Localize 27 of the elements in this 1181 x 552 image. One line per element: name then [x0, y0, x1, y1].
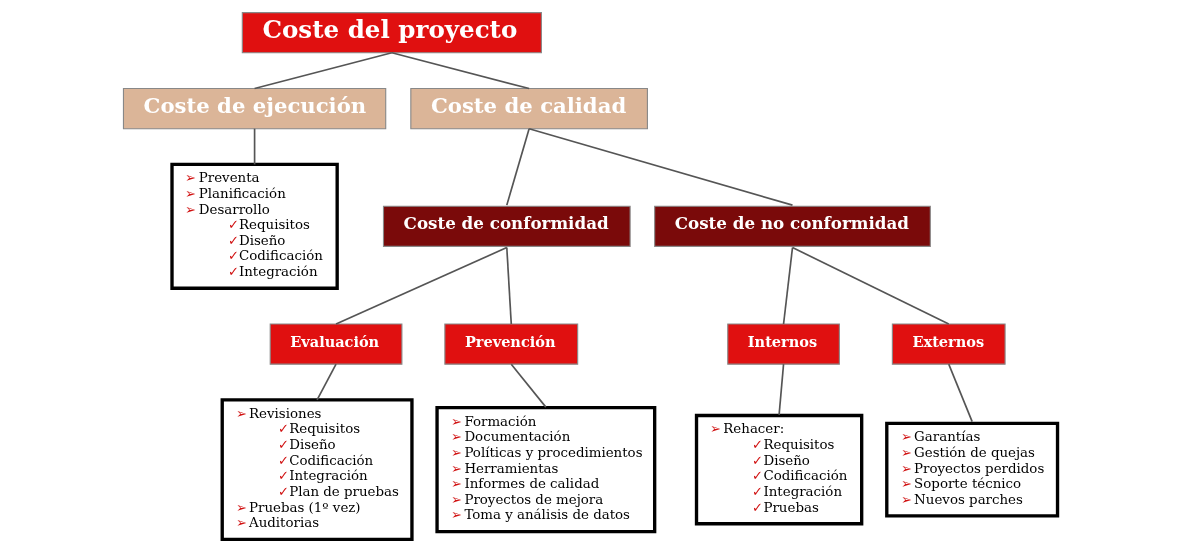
- connector: [253, 51, 393, 90]
- connector: [510, 363, 547, 408]
- node-box: ➢Preventa ➢Planificación ➢Desarrollo ✓Requisitos ✓Diseño ✓Codificación ✓Integración: [170, 162, 339, 290]
- connector: [316, 363, 337, 401]
- node-box: Internos: [727, 323, 840, 365]
- connector: [505, 246, 513, 325]
- node-box: ➢Revisiones ✓Requisitos ✓Diseño ✓Codificación ✓Integración ✓Plan de pruebas ➢Pruebas (1º vez) ➢Auditorias: [220, 398, 414, 542]
- node-box: ➢Formación ➢Documentación ➢Políticas y procedimientos ➢Herramientas ➢Informes de calidad ➢Proyectos de mejora ➢Toma y análisis de datos: [435, 406, 657, 534]
- node-box: Evaluación: [269, 323, 403, 365]
- node-box: Coste de ejecución: [122, 87, 387, 130]
- node-box: Prevención: [444, 323, 579, 365]
- node-box: Coste de conformidad: [382, 205, 631, 247]
- connector: [335, 246, 508, 325]
- connector: [528, 127, 794, 206]
- connector: [947, 363, 973, 423]
- connector: [391, 51, 530, 90]
- node-box: Coste del proyecto: [241, 12, 542, 54]
- connector: [505, 127, 530, 206]
- connector: [782, 246, 794, 325]
- node-box: Coste de no conformidad: [654, 205, 931, 247]
- node-box: Coste de calidad: [410, 87, 648, 130]
- connector: [253, 127, 256, 166]
- node-box: ➢Garantías ➢Gestión de quejas ➢Proyectos perdidos ➢Soporte técnico ➢Nuevos parches: [885, 421, 1060, 518]
- connector: [778, 363, 785, 416]
- connector: [791, 246, 950, 325]
- node-box: ➢Rehacer: ✓Requisitos ✓Diseño ✓Codificación ✓Integración ✓Pruebas: [694, 413, 864, 526]
- node-box: Externos: [891, 323, 1006, 365]
